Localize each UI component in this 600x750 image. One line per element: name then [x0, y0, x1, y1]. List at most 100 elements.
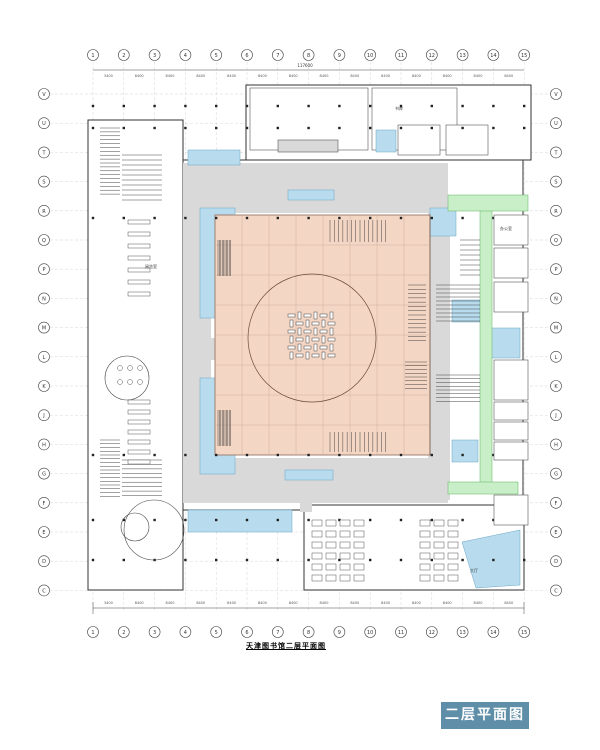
grid-row-label: D: [42, 559, 46, 565]
bottom-dimension-line: [92, 602, 525, 614]
grid-dim-label: 8400: [350, 601, 359, 605]
label-stack: 阅览室: [145, 263, 157, 269]
grid-col-label: 2: [122, 630, 125, 636]
central-hall: [214, 214, 431, 456]
grid-row-label: R: [554, 209, 558, 215]
grid-dim-label: 8400: [504, 601, 513, 605]
green-strip: [447, 194, 529, 495]
grid-col-label: 4: [184, 630, 187, 636]
grid-row-label: G: [42, 472, 46, 478]
grid-col-label: 13: [459, 630, 465, 636]
left-wing-seating: [117, 219, 151, 465]
grid-dim-label: 8400: [166, 74, 175, 78]
sheet-title: 二层平面图: [441, 702, 529, 729]
grid-dim-label: 8400: [504, 74, 513, 78]
grid-row-label: H: [554, 442, 558, 448]
grid-col-label: 9: [338, 630, 341, 636]
grid-row-label: P: [42, 267, 45, 273]
grid-row-label: T: [553, 150, 558, 156]
grid-col-label: 12: [429, 53, 435, 59]
grid-col-label: 10: [367, 53, 373, 59]
grid-col-label: 14: [490, 53, 496, 59]
grid-col-label: 3: [153, 630, 156, 636]
grid-row-label: V: [554, 92, 558, 98]
grid-row-label: R: [42, 209, 46, 215]
grid-col-label: 8: [307, 53, 310, 59]
grid-col-label: 14: [490, 630, 496, 636]
grid-row-label: M: [42, 326, 46, 332]
grid-col-label: 9: [338, 53, 341, 59]
grid-dim-label: 8400: [166, 601, 175, 605]
grid-dim-label: 8400: [412, 601, 421, 605]
grid-dim-label: 8400: [289, 74, 298, 78]
grid-row-label: C: [42, 588, 46, 594]
shelving: [100, 127, 480, 497]
grid-col-label: 7: [276, 630, 279, 636]
bottom-reading-tables: [311, 519, 459, 582]
grid-dim-label: 8400: [227, 601, 236, 605]
grid-dim-label: 8400: [227, 74, 236, 78]
grid-col-label: 5: [215, 53, 218, 59]
label-office: 办公室: [500, 225, 512, 231]
grid-col-label: 2: [122, 53, 125, 59]
grid-row-label: F: [555, 501, 558, 507]
grid-row-label: E: [42, 530, 45, 536]
grid-dim-label: 3400: [104, 74, 113, 78]
grid-col-label: 15: [521, 53, 527, 59]
grid-col-label: 10: [367, 630, 373, 636]
label-hall: 书库: [395, 105, 403, 111]
grid-col-label: 15: [521, 630, 527, 636]
grid-dim-label: 8400: [196, 74, 205, 78]
grid-dim-label: 8400: [443, 74, 452, 78]
grid-columns: 1122334455667788991010111112121313141415…: [87, 49, 531, 638]
grid-dim-label: 8400: [289, 601, 298, 605]
right-rooms: [493, 214, 529, 526]
grid-col-label: 4: [184, 53, 187, 59]
circular-seating: [104, 355, 185, 561]
grid-row-label: K: [42, 384, 46, 390]
grid-row-label: D: [554, 559, 558, 565]
grid-row-label: K: [554, 384, 558, 390]
grid-row-label: Q: [42, 238, 46, 244]
grid-dim-label: 3400: [104, 601, 113, 605]
grid-col-label: 5: [215, 630, 218, 636]
grid-dim-label: 8400: [474, 601, 483, 605]
grid-dim-label: 8400: [258, 601, 267, 605]
grid-row-label: C: [554, 588, 558, 594]
grid-row-label: N: [42, 296, 46, 302]
grid-col-label: 6: [245, 630, 248, 636]
grid-row-label: F: [43, 501, 46, 507]
grid-row-label: L: [43, 355, 46, 361]
grid-dim-label: 8400: [412, 74, 421, 78]
grid-row-label: U: [554, 121, 558, 127]
grid-col-label: 11: [398, 630, 404, 636]
grid-row-label: E: [554, 530, 557, 536]
grid-row-label: T: [41, 150, 46, 156]
grid-row-label: S: [554, 180, 557, 186]
grid-dim-label: 8400: [381, 74, 390, 78]
structural-pillars: [91, 104, 526, 562]
grid-dim-label: 8400: [135, 74, 144, 78]
grid-col-label: 13: [459, 53, 465, 59]
grid-col-label: 7: [276, 53, 279, 59]
grid-dim-label: 8400: [320, 601, 329, 605]
grid-col-label: 8: [307, 630, 310, 636]
grid-row-label: Q: [554, 238, 558, 244]
grid-dim-label: 8400: [350, 74, 359, 78]
grid-dim-label: 8400: [258, 74, 267, 78]
grid-col-label: 11: [398, 53, 404, 59]
grid-row-label: N: [554, 296, 558, 302]
grid-row-label: H: [42, 442, 46, 448]
grid-dim-label: 8400: [320, 74, 329, 78]
grid-row-label: J: [554, 413, 556, 419]
grid-col-label: 3: [153, 53, 156, 59]
drawing-title: 天津图书馆二层平面图: [246, 642, 326, 650]
top-rooms: [249, 87, 489, 156]
grid-col-label: 1: [91, 630, 94, 636]
grid-dim-label: 8400: [135, 601, 144, 605]
grid-row-label: G: [554, 472, 558, 478]
grid-row-label: V: [42, 92, 46, 98]
grid-row-label: M: [554, 326, 558, 332]
grid-dim-label: 8400: [474, 74, 483, 78]
